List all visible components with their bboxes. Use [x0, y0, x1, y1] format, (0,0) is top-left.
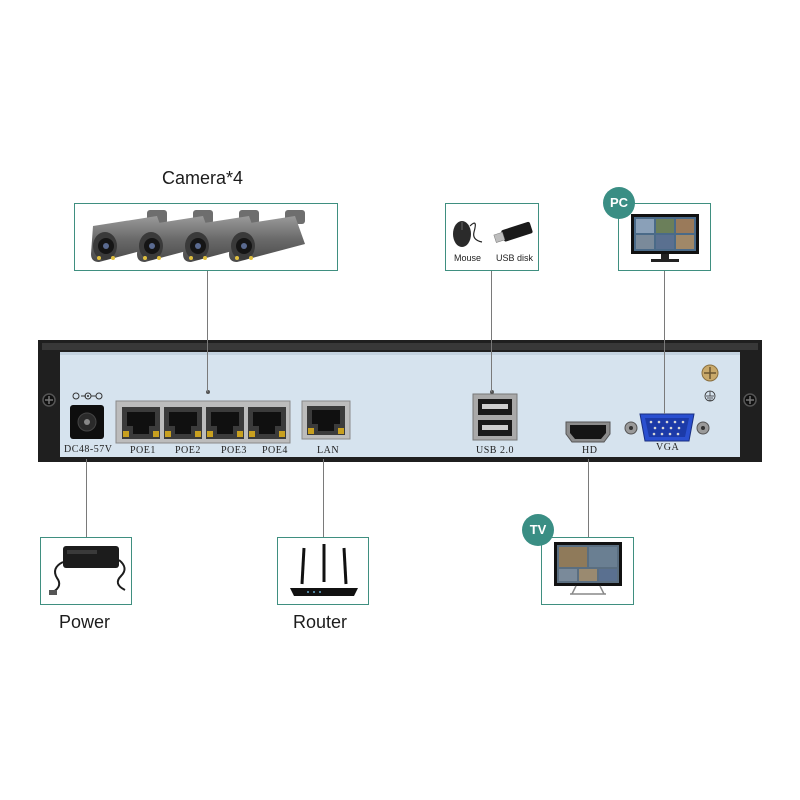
power-box: [40, 537, 132, 605]
vga-port-label: VGA: [656, 442, 680, 453]
poe-port-block: [115, 400, 291, 444]
monitor-icon: [631, 214, 699, 262]
router-icon: [290, 544, 358, 596]
lan-port-label: LAN: [317, 445, 340, 456]
tv-box: [541, 537, 634, 605]
poe1-port-label: POE1: [130, 445, 156, 456]
power-adapter-icon: [49, 546, 126, 595]
usb-port-label: USB 2.0: [476, 445, 514, 456]
router-title: Router: [293, 612, 348, 632]
vga-port: [624, 413, 710, 442]
ground-screw: [701, 364, 719, 402]
hdmi-port: [565, 421, 611, 443]
camera-connector-line: [207, 271, 208, 392]
vga-connector-line: [664, 271, 665, 414]
usb-devices-box: Mouse USB disk: [445, 203, 539, 271]
right-screw: [743, 393, 757, 407]
tv-connector-line: [588, 459, 589, 537]
usb-disk-label: USB disk: [496, 253, 534, 263]
usb-connector-line: [491, 271, 492, 392]
hd-port-label: HD: [582, 445, 598, 456]
poe2-port-label: POE2: [175, 445, 201, 456]
power-title: Power: [59, 612, 111, 632]
camera-title: Camera*4: [162, 168, 244, 188]
pc-badge: PC: [603, 187, 635, 219]
mouse-label: Mouse: [454, 253, 482, 263]
dc-power-jack: [70, 392, 104, 439]
mouse-and-usb-icon: [453, 221, 533, 247]
usb-disk-icon: [493, 221, 533, 243]
power-connector-line: [86, 459, 87, 537]
mouse-icon: [453, 221, 483, 247]
pc-box: [618, 203, 711, 271]
left-screw: [42, 393, 56, 407]
poe4-port-label: POE4: [262, 445, 288, 456]
tv-icon: [554, 542, 622, 595]
dc-port-label: DC48-57V: [64, 444, 113, 455]
router-connector-line: [323, 459, 324, 537]
lan-port: [301, 400, 351, 440]
usb-ports: [472, 393, 518, 441]
poe3-port-label: POE3: [221, 445, 247, 456]
camera-box: [74, 203, 338, 271]
camera-icon: [91, 210, 305, 262]
tv-badge: TV: [522, 514, 554, 546]
router-box: [277, 537, 369, 605]
